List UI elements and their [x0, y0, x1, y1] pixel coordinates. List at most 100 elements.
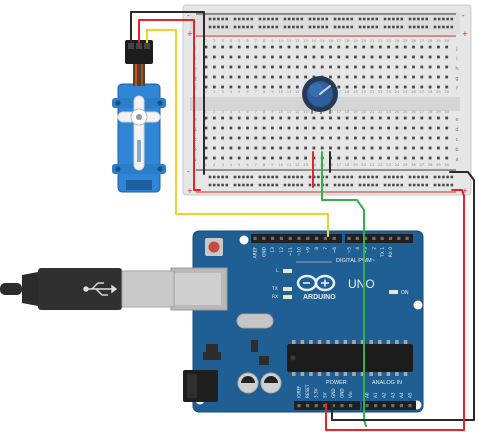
rail-hole[interactable]	[400, 25, 404, 29]
breadboard-hole[interactable]	[378, 136, 382, 140]
breadboard-hole[interactable]	[304, 126, 307, 130]
breadboard-hole[interactable]	[287, 75, 291, 79]
breadboard-hole[interactable]	[362, 45, 366, 49]
breadboard-hole[interactable]	[237, 146, 241, 150]
bottom-header-pins[interactable]	[297, 404, 412, 408]
rail-hole[interactable]	[237, 17, 241, 21]
rail-hole[interactable]	[383, 25, 387, 29]
breadboard-hole[interactable]	[445, 55, 449, 59]
breadboard-hole[interactable]	[204, 75, 208, 79]
breadboard-hole[interactable]	[395, 75, 399, 79]
breadboard-hole[interactable]	[246, 146, 249, 150]
breadboard-hole[interactable]	[254, 156, 258, 160]
breadboard-hole[interactable]	[370, 65, 374, 69]
rail-hole[interactable]	[450, 175, 454, 179]
breadboard-hole[interactable]	[395, 156, 399, 160]
analog-pin[interactable]	[374, 404, 378, 408]
rail-hole[interactable]	[371, 183, 374, 187]
rail-hole[interactable]	[271, 25, 274, 29]
rail-hole[interactable]	[296, 17, 299, 21]
breadboard-hole[interactable]	[395, 146, 399, 150]
breadboard-hole[interactable]	[279, 136, 283, 140]
breadboard-hole[interactable]	[271, 85, 274, 89]
breadboard-hole[interactable]	[329, 45, 332, 49]
breadboard-hole[interactable]	[304, 45, 307, 49]
rail-hole[interactable]	[371, 175, 374, 179]
rail-hole[interactable]	[221, 175, 224, 179]
rail-hole[interactable]	[387, 17, 391, 21]
rail-hole[interactable]	[396, 183, 399, 187]
breadboard-hole[interactable]	[204, 116, 208, 120]
rail-hole[interactable]	[417, 25, 420, 29]
breadboard-hole[interactable]	[420, 136, 424, 140]
rail-hole[interactable]	[275, 175, 279, 179]
rail-hole[interactable]	[217, 25, 220, 29]
rail-hole[interactable]	[362, 17, 366, 21]
breadboard-hole[interactable]	[437, 136, 440, 140]
rail-hole[interactable]	[267, 25, 270, 29]
rail-hole[interactable]	[250, 25, 254, 29]
rail-hole[interactable]	[337, 183, 341, 187]
breadboard-hole[interactable]	[420, 75, 424, 79]
breadboard-hole[interactable]	[420, 116, 424, 120]
rail-hole[interactable]	[287, 25, 291, 29]
rail-hole[interactable]	[350, 17, 354, 21]
breadboard-hole[interactable]	[229, 126, 233, 130]
rail-hole[interactable]	[375, 175, 379, 179]
breadboard-hole[interactable]	[420, 65, 424, 69]
breadboard-hole[interactable]	[212, 136, 216, 140]
digital-pin[interactable]	[332, 236, 336, 240]
digital-pin[interactable]	[372, 236, 376, 240]
breadboard-hole[interactable]	[428, 55, 432, 59]
breadboard-hole[interactable]	[304, 55, 307, 59]
rail-hole[interactable]	[433, 25, 437, 29]
breadboard-hole[interactable]	[212, 146, 216, 150]
rail-hole[interactable]	[242, 17, 245, 21]
wire-servo-power[interactable]	[138, 19, 201, 191]
breadboard-hole[interactable]	[287, 156, 291, 160]
rail-hole[interactable]	[212, 17, 216, 21]
breadboard-hole[interactable]	[420, 126, 424, 130]
rail-hole[interactable]	[233, 175, 237, 179]
breadboard-hole[interactable]	[337, 136, 341, 140]
rail-hole[interactable]	[362, 183, 366, 187]
reset-button[interactable]	[208, 241, 220, 253]
rail-hole[interactable]	[425, 25, 429, 29]
breadboard-hole[interactable]	[370, 55, 374, 59]
breadboard-hole[interactable]	[387, 126, 390, 130]
breadboard-hole[interactable]	[262, 126, 266, 130]
rail-hole[interactable]	[271, 17, 274, 21]
breadboard-hole[interactable]	[304, 136, 307, 140]
digital-pin[interactable]	[347, 236, 351, 240]
analog-pin[interactable]	[365, 404, 369, 408]
breadboard-hole[interactable]	[395, 136, 399, 140]
breadboard-hole[interactable]	[320, 136, 324, 140]
digital-pin[interactable]	[271, 236, 275, 240]
rail-hole[interactable]	[250, 175, 254, 179]
breadboard-hole[interactable]	[370, 45, 374, 49]
breadboard-hole[interactable]	[212, 156, 216, 160]
rail-hole[interactable]	[292, 17, 295, 21]
breadboard-hole[interactable]	[354, 65, 357, 69]
rail-hole[interactable]	[225, 17, 229, 21]
breadboard-hole[interactable]	[271, 126, 274, 130]
breadboard-hole[interactable]	[204, 45, 208, 49]
rail-hole[interactable]	[433, 183, 437, 187]
rail-hole[interactable]	[233, 183, 237, 187]
breadboard-hole[interactable]	[246, 116, 249, 120]
rail-hole[interactable]	[325, 17, 329, 21]
breadboard-hole[interactable]	[304, 156, 307, 160]
rail-hole[interactable]	[212, 175, 216, 179]
rail-hole[interactable]	[312, 17, 316, 21]
rail-hole[interactable]	[283, 17, 287, 21]
breadboard-hole[interactable]	[420, 85, 424, 89]
rail-hole[interactable]	[225, 183, 229, 187]
breadboard-hole[interactable]	[370, 126, 374, 130]
breadboard-hole[interactable]	[412, 126, 415, 130]
rail-hole[interactable]	[262, 183, 266, 187]
breadboard-hole[interactable]	[428, 85, 432, 89]
breadboard-hole[interactable]	[254, 45, 258, 49]
rail-hole[interactable]	[267, 183, 270, 187]
breadboard-hole[interactable]	[412, 146, 415, 150]
breadboard-hole[interactable]	[329, 116, 332, 120]
